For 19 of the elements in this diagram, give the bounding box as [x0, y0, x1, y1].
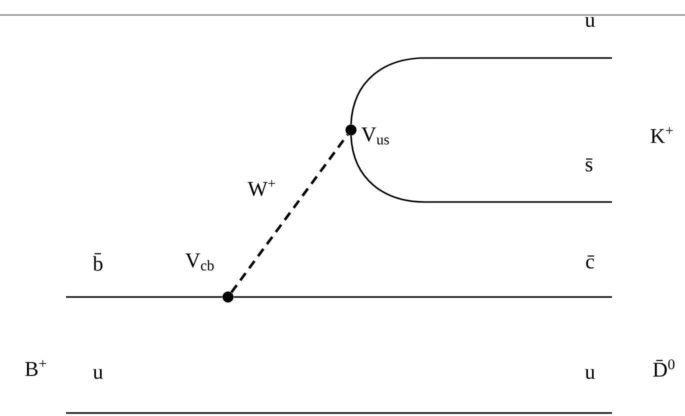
- quark-label: u: [585, 369, 595, 379]
- quark-label: u: [585, 17, 595, 27]
- vertex-dot: [222, 292, 234, 302]
- quark-line: [66, 296, 222, 298]
- quark-line: [350, 136, 612, 203]
- edge-label: W$^{+}$: [246, 178, 278, 198]
- quark-label: u: [93, 369, 103, 379]
- particle-label: K$^{+}$: [650, 127, 673, 143]
- particle-label: D̄$^{0}$: [653, 359, 674, 377]
- w-boson-line: [230, 134, 349, 294]
- vertex-dot: [346, 124, 356, 136]
- quark-label: c̄: [586, 255, 594, 269]
- quark-line: [350, 57, 612, 124]
- particle-label: B$^{+}$: [25, 360, 46, 376]
- vertex-label: V$_{cb}$: [185, 254, 214, 270]
- quark-label: b̄: [92, 253, 102, 271]
- quark-line: [234, 296, 612, 298]
- vertex-label: V$_{us}$: [361, 128, 389, 144]
- quark-label: s̄: [586, 158, 592, 172]
